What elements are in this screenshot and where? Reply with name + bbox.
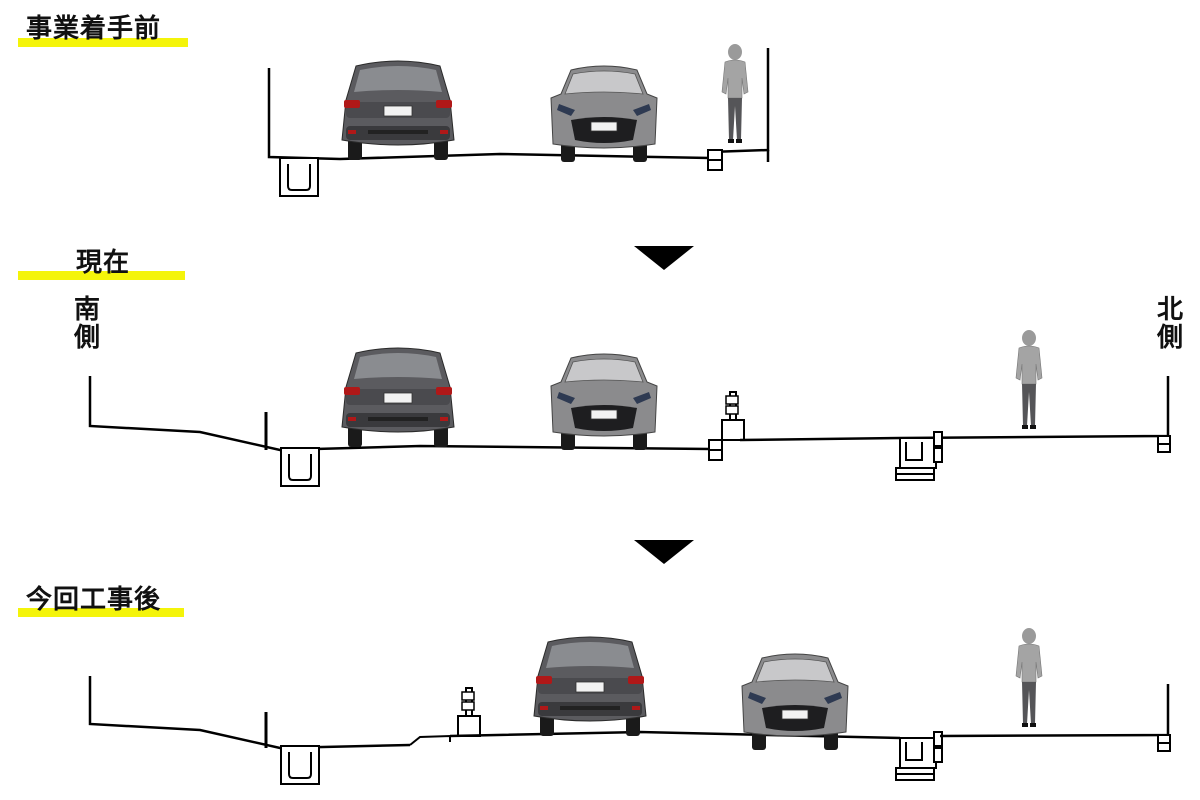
arrow-down-2 [634,540,694,564]
north-side-label: 北 側 [1155,296,1185,352]
section-current [88,329,1171,487]
hatch-after [741,653,849,751]
person-before [721,43,749,144]
south-char-2: 側 [73,323,100,353]
north-char-1: 北 [1156,295,1183,325]
stage-label-before: 事業着手前 [26,14,162,44]
stage-highlight-current [18,271,185,280]
arrow-down-1 [634,246,694,270]
person-current [1015,329,1043,430]
section-before [267,43,770,197]
suv-after [533,636,647,737]
stage-highlight-before [18,38,188,47]
hatch-current [550,353,658,451]
suv-current [341,347,455,448]
north-char-2: 側 [1156,323,1183,353]
stage-label-after: 今回工事後 [26,585,162,615]
south-char-1: 南 [73,295,100,325]
person-after [1015,627,1043,728]
south-side-label: 南 側 [72,296,102,352]
hatch-before [550,65,658,163]
stage-label-current: 現在 [76,248,131,278]
stage-highlight-after [18,608,184,617]
section-after [88,627,1171,785]
suv-before [341,60,455,161]
